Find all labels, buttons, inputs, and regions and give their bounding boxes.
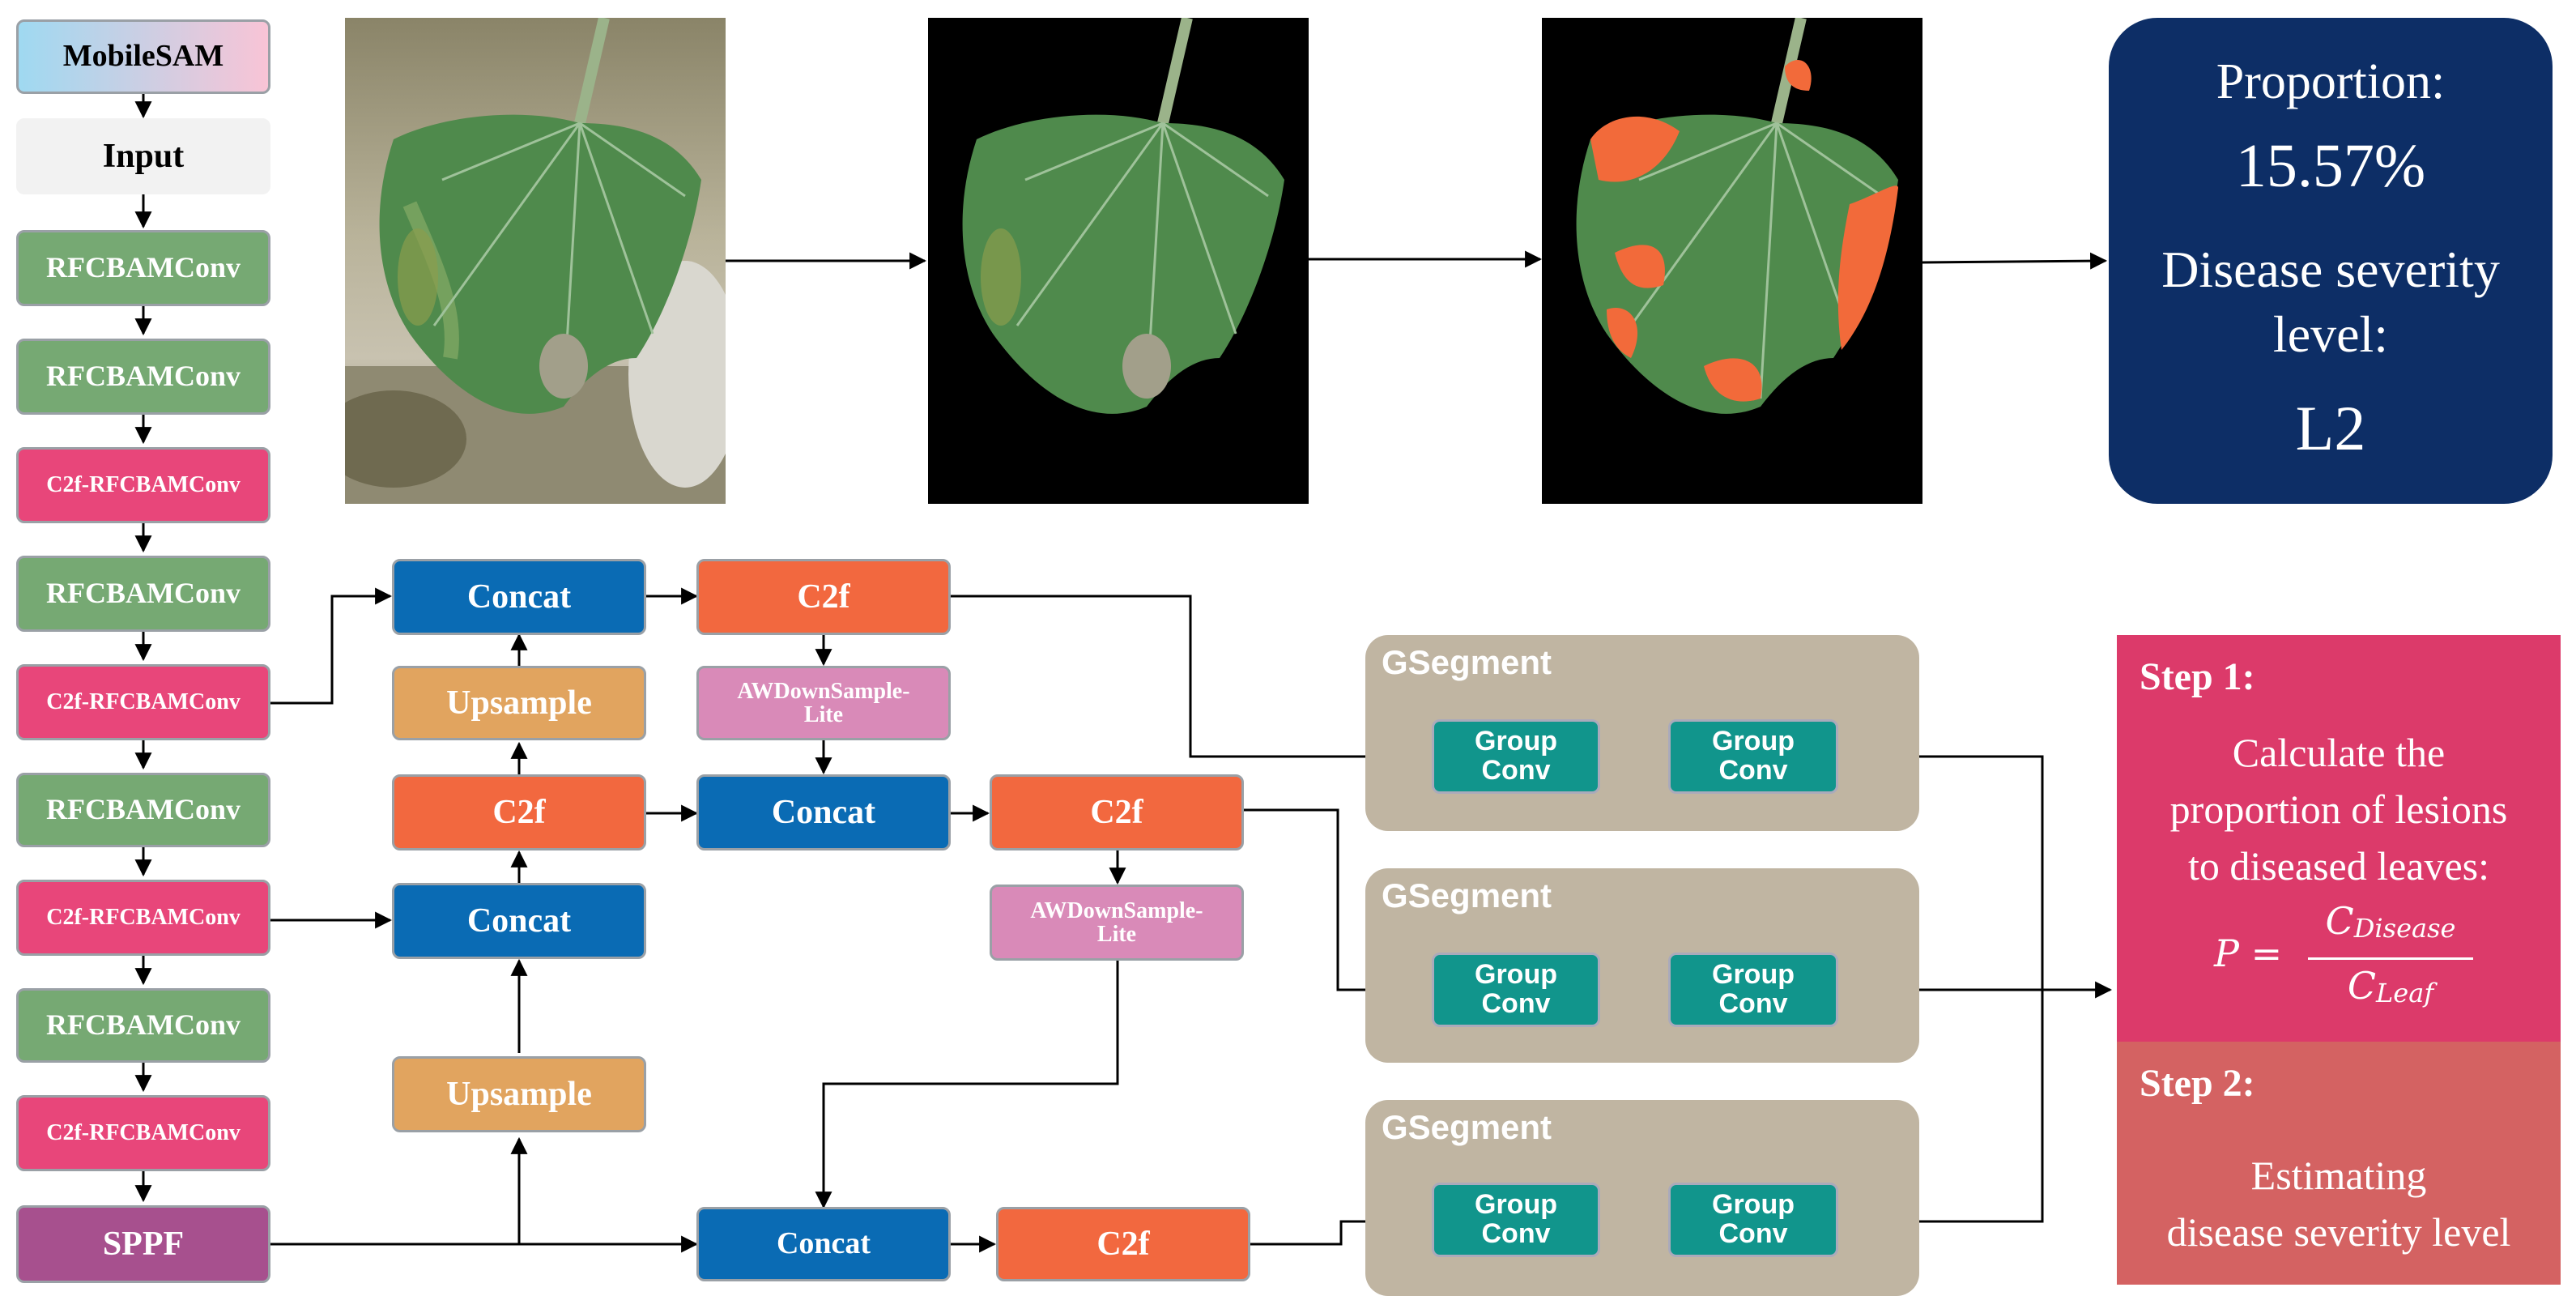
- lesion-overlay-photo: [1542, 18, 1922, 504]
- step1-line1: Calculate the: [2232, 730, 2446, 775]
- group-conv-block: Group Conv: [1432, 1183, 1600, 1257]
- step1-line3: to diseased leaves:: [2187, 843, 2490, 889]
- upsample-block-2: Upsample: [392, 1056, 646, 1132]
- formula-num-symbol: C: [2325, 899, 2354, 943]
- step1-line2: proportion of lesions: [2169, 787, 2508, 832]
- group-conv-block: Group Conv: [1668, 1183, 1838, 1257]
- rfcbamconv-block-1: RFCBAMConv: [16, 230, 270, 306]
- result-panel: Proportion: 15.57% Disease severity leve…: [2109, 18, 2553, 504]
- gsegment-head-3: GSegment Group Conv Group Conv: [1365, 1100, 1919, 1296]
- c2f-block-3: C2f: [990, 774, 1244, 850]
- c2f-rfcbamconv-block-1: C2f-RFCBAMConv: [16, 447, 270, 523]
- fraction-bar: [2308, 957, 2473, 960]
- rfcbamconv-block-4: RFCBAMConv: [16, 773, 270, 847]
- group-conv-line1: Group: [1475, 1189, 1557, 1221]
- step1-panel: Step 1: Calculate the proportion of lesi…: [2117, 635, 2561, 1042]
- formula-den-symbol: C: [2347, 964, 2377, 1008]
- c2f-block-1: C2f: [392, 774, 646, 850]
- c2f-rfcbamconv-block-3: C2f-RFCBAMConv: [16, 880, 270, 956]
- segmented-leaf-image: [962, 18, 1284, 414]
- rfcbamconv-block-2: RFCBAMConv: [16, 339, 270, 415]
- rfcbamconv-block-3: RFCBAMConv: [16, 556, 270, 632]
- lesion-overlay-image: [1576, 18, 1898, 414]
- group-conv-line1: Group: [1712, 959, 1795, 991]
- step1-title: Step 1:: [2140, 655, 2255, 698]
- group-conv-line2: Conv: [1481, 988, 1551, 1019]
- group-conv-line1: Group: [1475, 726, 1557, 757]
- group-conv-line2: Conv: [1718, 1218, 1788, 1249]
- formula-denominator: CLeaf: [2310, 964, 2472, 1008]
- group-conv-line1: Group: [1712, 726, 1795, 757]
- severity-label-line2: level:: [2272, 305, 2389, 363]
- upsample-block-1: Upsample: [392, 666, 646, 740]
- steps-panel: Step 1: Calculate the proportion of lesi…: [2117, 635, 2561, 1285]
- gsegment-head-1: GSegment Group Conv Group Conv: [1365, 635, 1919, 831]
- leaf-image: [345, 18, 726, 504]
- gsegment-title: GSegment: [1382, 876, 1552, 914]
- group-conv-block: Group Conv: [1432, 953, 1600, 1027]
- c2f-rfcbamconv-block-2: C2f-RFCBAMConv: [16, 664, 270, 740]
- group-conv-block: Group Conv: [1432, 719, 1600, 794]
- step2-line1: Estimating: [2250, 1153, 2427, 1198]
- group-conv-block: Group Conv: [1668, 953, 1838, 1027]
- segmented-leaf-photo: [928, 18, 1309, 504]
- input-box: Input: [16, 118, 270, 194]
- sppf-block: SPPF: [16, 1205, 270, 1283]
- awdownsample-lite-block-2: AWDownSample- Lite: [990, 885, 1244, 961]
- gsegment-head-2: GSegment Group Conv Group Conv: [1365, 868, 1919, 1063]
- original-leaf-photo: [345, 18, 726, 504]
- group-conv-line2: Conv: [1481, 1218, 1551, 1249]
- concat-block-1: Concat: [392, 559, 646, 635]
- c2f-block-2: C2f: [696, 559, 951, 635]
- group-conv-line2: Conv: [1718, 988, 1788, 1019]
- c2f-block-4: C2f: [996, 1207, 1250, 1281]
- awdownsample-label-line1: AWDownSample-: [1030, 897, 1203, 923]
- concat-block-3: Concat: [696, 774, 951, 850]
- group-conv-block: Group Conv: [1668, 719, 1838, 794]
- step2-panel: Step 2: Estimating disease severity leve…: [2117, 1042, 2561, 1285]
- formula-num-sub: Disease: [2353, 913, 2456, 944]
- gsegment-title: GSegment: [1382, 1108, 1552, 1146]
- step2-line2: disease severity level: [2166, 1209, 2511, 1255]
- proportion-label: Proportion:: [2216, 54, 2446, 109]
- rfcbamconv-block-5: RFCBAMConv: [16, 988, 270, 1063]
- c2f-rfcbamconv-block-4: C2f-RFCBAMConv: [16, 1095, 270, 1171]
- proportion-value: 15.57%: [2235, 132, 2426, 200]
- gsegment-title: GSegment: [1382, 643, 1552, 681]
- formula: P = CDisease CLeaf: [2117, 896, 2561, 1017]
- awdownsample-label-line2: Lite: [1096, 922, 1137, 947]
- group-conv-line1: Group: [1475, 959, 1557, 991]
- awdownsample-lite-block-1: AWDownSample- Lite: [696, 666, 951, 740]
- formula-lhs: P =: [2214, 931, 2283, 975]
- formula-den-sub: Leaf: [2376, 978, 2434, 1009]
- awdownsample-label-line2: Lite: [803, 702, 844, 727]
- step2-title: Step 2:: [2140, 1062, 2255, 1105]
- group-conv-line2: Conv: [1718, 755, 1788, 786]
- group-conv-line2: Conv: [1481, 755, 1551, 786]
- severity-value: L2: [2295, 393, 2366, 463]
- formula-numerator: CDisease: [2310, 899, 2472, 944]
- concat-block-4: Concat: [696, 1207, 951, 1281]
- concat-block-2: Concat: [392, 883, 646, 959]
- severity-label-line1: Disease severity: [2161, 241, 2500, 298]
- mobilesam-box: MobileSAM: [16, 19, 270, 94]
- group-conv-line1: Group: [1712, 1189, 1795, 1221]
- awdownsample-label-line1: AWDownSample-: [737, 678, 910, 704]
